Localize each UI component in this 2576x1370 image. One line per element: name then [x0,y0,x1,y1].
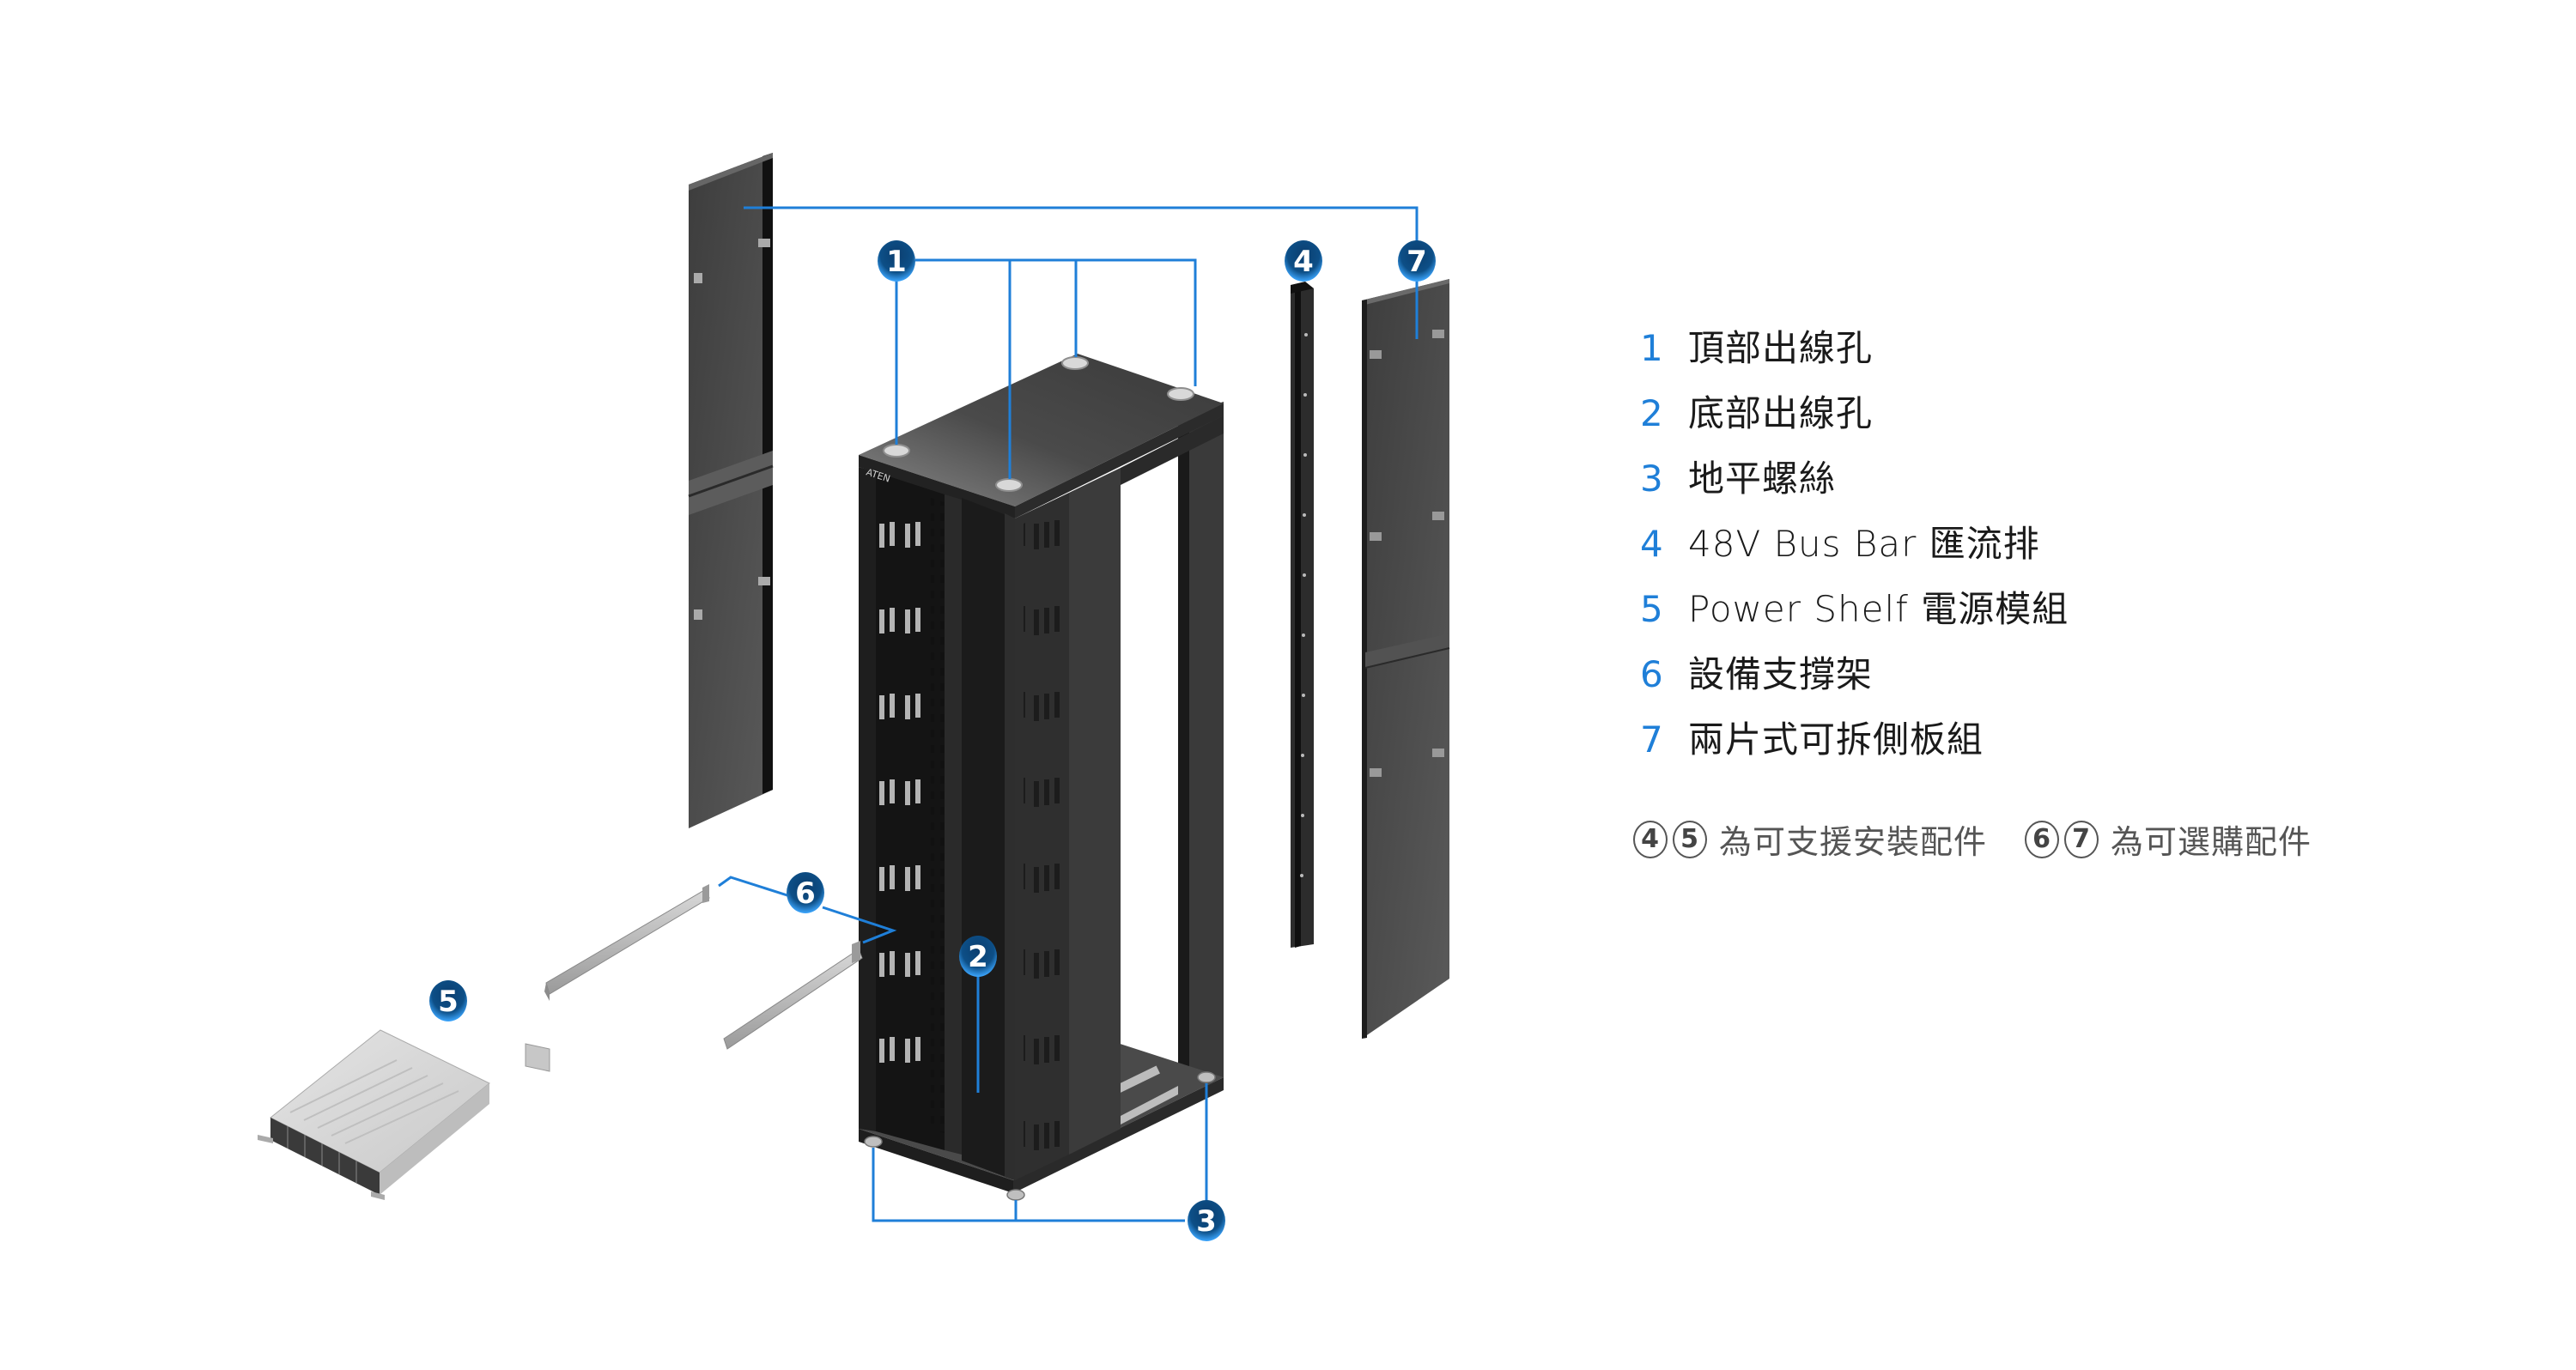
legend-number: 3 [1640,458,1664,500]
legend-item: 1 頂部出線孔 [1640,319,2069,385]
top-cable-hole [883,356,1194,492]
callout-badge-1[interactable]: 1 [878,240,915,282]
accessory-note: 4 5 為可支援安裝配件 6 7 為可選購配件 [1633,815,2349,863]
legend-label: Power Shelf 電源模組 [1688,588,2069,630]
svg-text:4: 4 [1293,245,1314,279]
svg-text:6: 6 [795,876,816,911]
legend-label: 兩片式可拆側板組 [1688,718,1984,761]
bus-bar [1291,282,1314,948]
legend-item: 3 地平螺絲 [1640,450,2069,515]
side-panel-right [1362,279,1450,1039]
legend-label: 設備支撐架 [1688,653,1874,695]
panel-latch [1370,350,1382,359]
callout-badge-6[interactable]: 6 [787,872,824,913]
legend-label: 底部出線孔 [1688,392,1874,434]
callout-lines [718,206,1419,1222]
callout-badge-3[interactable]: 3 [1188,1200,1225,1241]
legend: 1 頂部出線孔 2 底部出線孔 3 地平螺絲 4 48V Bus Bar 匯流排… [1640,319,2069,776]
legend-number: 6 [1640,653,1664,695]
side-panel-left [688,153,774,828]
note-text: 為可選購配件 [2111,823,2312,861]
panel-latch [1432,330,1444,338]
leveling-foot [864,1071,1216,1201]
legend-label: 地平螺絲 [1688,458,1837,500]
equipment-rail [544,884,863,1050]
panel-latch [758,239,770,247]
panel-joint [689,451,773,515]
callout-badge-5[interactable]: 5 [429,980,467,1021]
circled-number-badge: 5 [1673,820,1707,858]
legend-number: 7 [1640,718,1664,761]
svg-text:7: 7 [1406,245,1427,279]
panel-latch [1370,768,1382,777]
note-supported-accessories: 4 5 為可支援安裝配件 [1633,815,1987,863]
legend-item: 5 Power Shelf 電源模組 [1640,580,2069,646]
circled-number-badge: 4 [1633,820,1668,858]
legend-number: 5 [1640,588,1664,630]
note-text: 為可支援安裝配件 [1719,823,1988,861]
callout-badge-2[interactable]: 2 [959,936,997,977]
legend-number: 2 [1640,392,1664,434]
panel-latch [694,609,702,620]
svg-text:3: 3 [1196,1204,1217,1239]
legend-item: 4 48V Bus Bar 匯流排 [1640,515,2069,580]
callout-badge-7[interactable]: 7 [1398,240,1436,282]
svg-text:5: 5 [438,985,459,1019]
panel-latch [1370,532,1382,541]
legend-item: 7 兩片式可拆側板組 [1640,711,2069,776]
svg-text:2: 2 [968,940,988,974]
power-shelf [258,1029,550,1200]
panel-latch [694,273,702,283]
svg-text:1: 1 [886,245,907,279]
legend-item: 2 底部出線孔 [1640,385,2069,450]
legend-label: 48V Bus Bar 匯流排 [1688,523,2040,565]
rack-top [859,354,1224,506]
panel-latch [1432,749,1444,757]
legend-number: 1 [1640,327,1664,369]
legend-number: 4 [1640,523,1664,565]
panel-joint [1365,633,1449,668]
legend-label: 頂部出線孔 [1688,327,1874,369]
circled-number-badge: 6 [2025,820,2060,858]
circled-number-badge: 7 [2064,820,2099,858]
note-optional-accessories: 6 7 為可選購配件 [2025,815,2312,863]
rack-frame: ATEN [859,354,1224,1201]
callout-badge-4[interactable]: 4 [1285,240,1322,282]
panel-latch [758,577,770,585]
legend-item: 6 設備支撐架 [1640,646,2069,711]
panel-latch [1432,512,1444,520]
